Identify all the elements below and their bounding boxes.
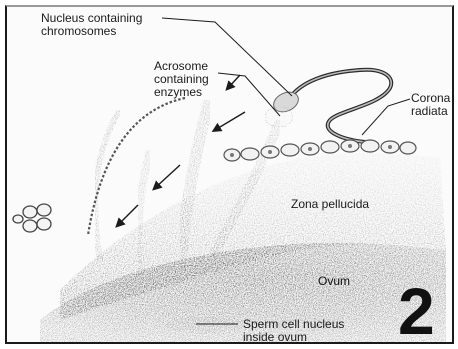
label-zona-pellucida: Zona pellucida (291, 198, 369, 211)
label-acrosome-line-3: enzymes (154, 86, 209, 99)
label-sperm-nucleus: Sperm cell nucleus inside ovum (243, 318, 344, 344)
label-nucleus: Nucleus containing chromosomes (41, 12, 142, 38)
label-nucleus-line-2: chromosomes (41, 25, 142, 38)
loose-corona-cells (13, 204, 51, 232)
sperm-nucleus-in-ovum (165, 317, 245, 333)
sperm-cell (265, 70, 391, 142)
label-corona-radiata: Corona radiata (411, 92, 450, 118)
label-acrosome: Acrosome containing enzymes (154, 60, 209, 99)
step-number: 2 (398, 278, 435, 344)
label-ovum: Ovum (318, 275, 350, 288)
label-corona-line-2: radiata (411, 105, 450, 118)
label-ovum-text: Ovum (318, 274, 350, 288)
label-zona-text: Zona pellucida (291, 197, 369, 211)
label-sperm-nucleus-line-2: inside ovum (243, 331, 344, 344)
